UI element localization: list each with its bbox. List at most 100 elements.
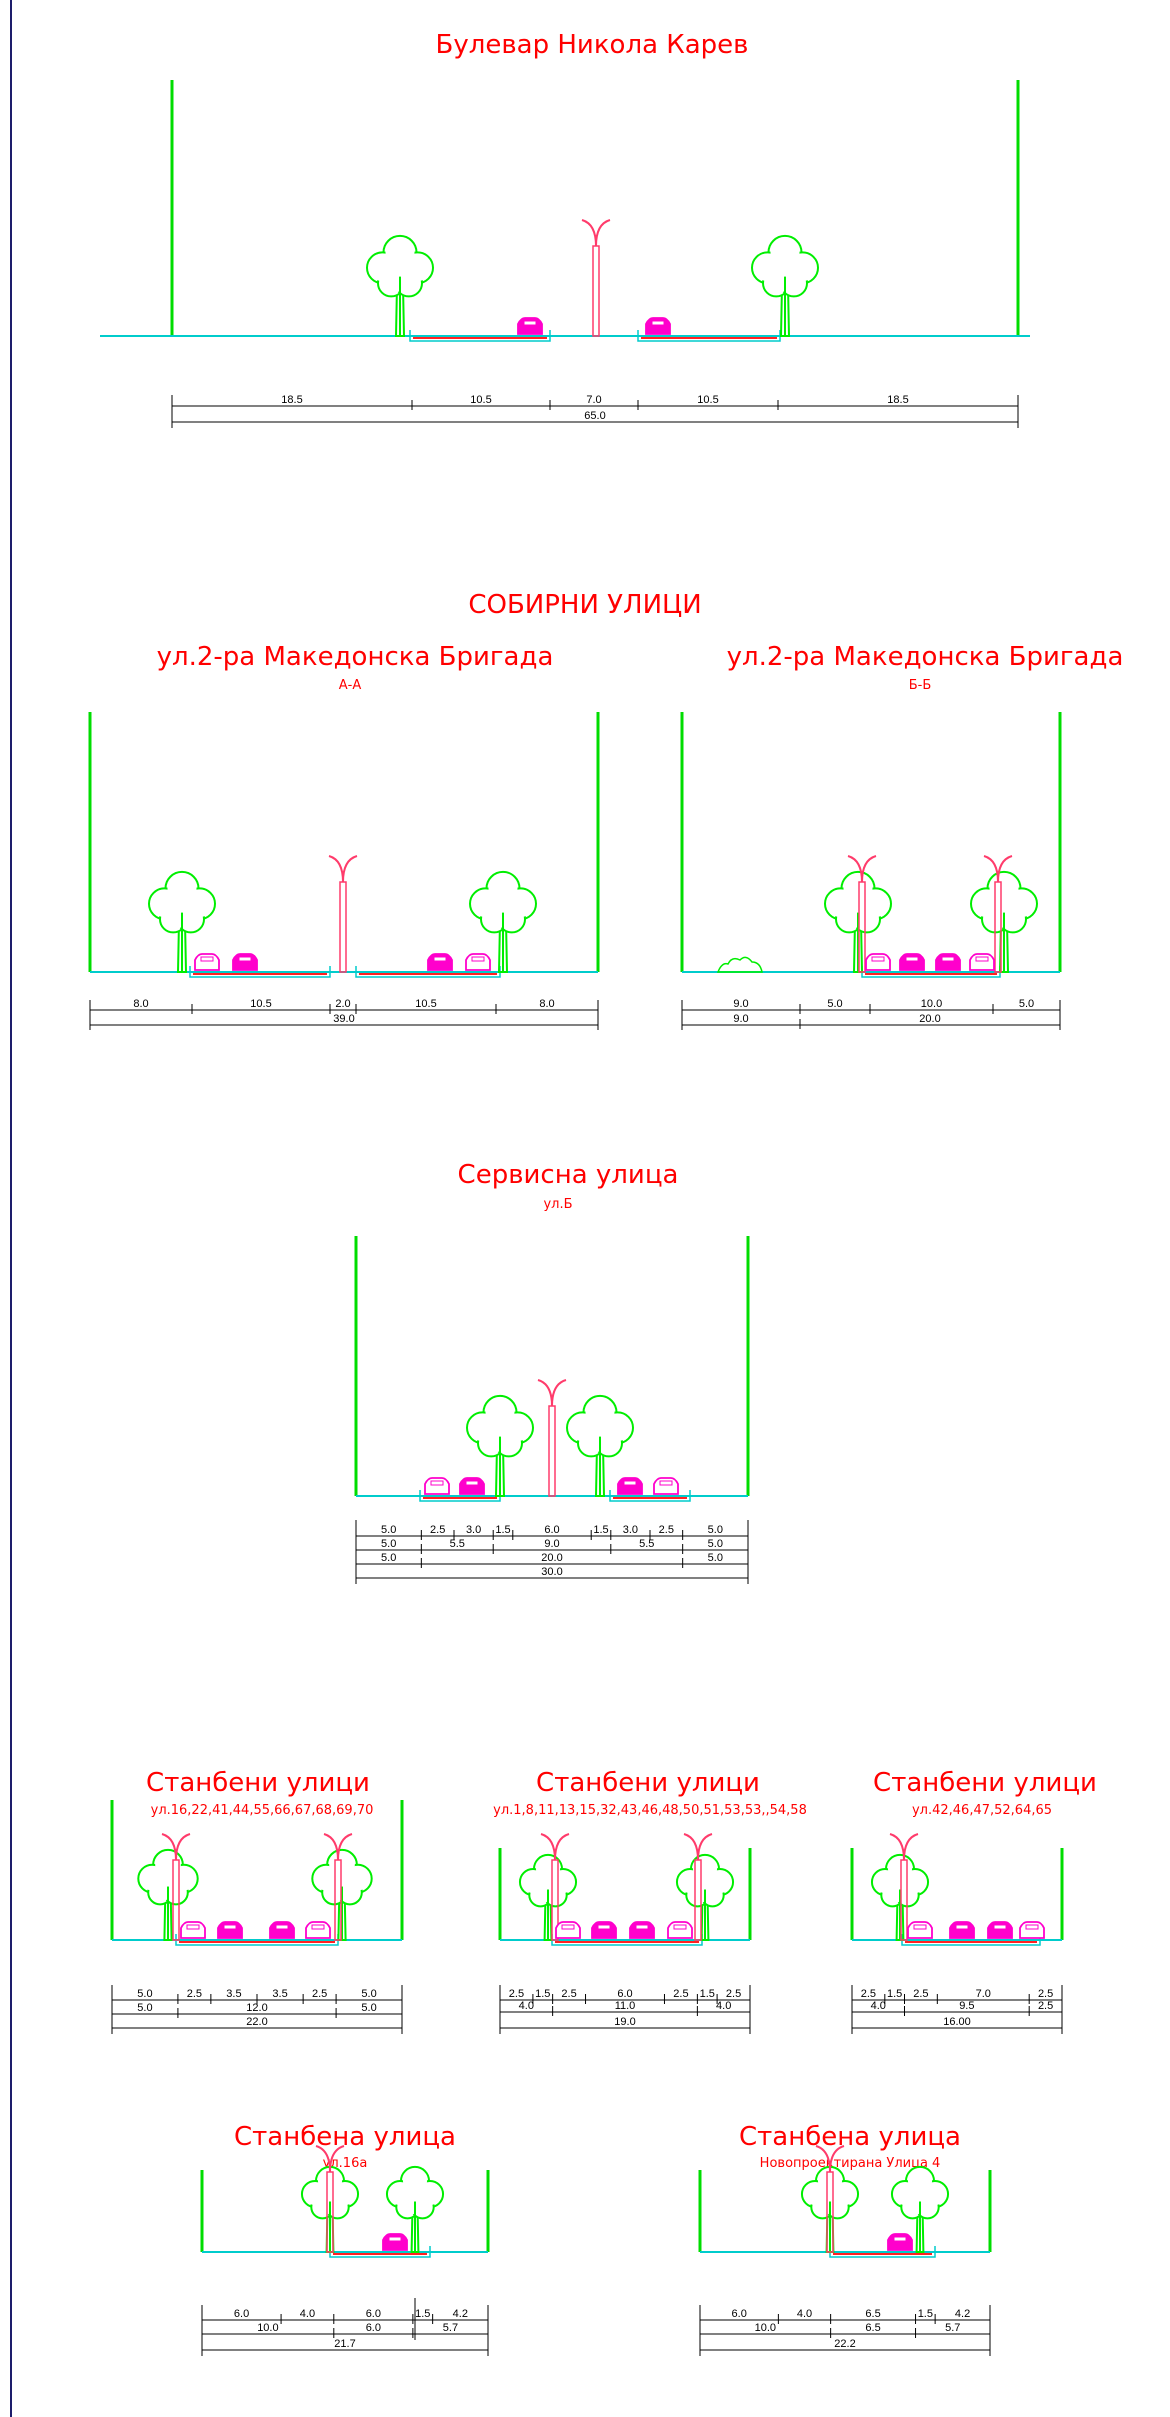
tree-icon — [751, 234, 819, 337]
subtitle-service-street: ул.Б — [543, 1197, 573, 1212]
tree-crown-fill — [692, 1856, 718, 1881]
dimension-label: 11.0 — [615, 2000, 636, 2012]
dimension-label: 5.5 — [450, 1538, 465, 1550]
dimension-label: 1.5 — [700, 1988, 715, 2000]
tree-crown-fill — [535, 1856, 561, 1881]
dimension-label: 4.0 — [871, 2000, 886, 2012]
car-body — [645, 317, 671, 335]
dimension-total-label: 21.7 — [334, 2338, 355, 2350]
dimension-label: 2.5 — [673, 1988, 688, 2000]
car-window — [433, 956, 447, 962]
tree-crown-fill — [317, 2168, 343, 2193]
dimension-label: 3.0 — [623, 1524, 638, 1536]
tree-crown-fill — [405, 2188, 425, 2207]
dimension-total-label: 65.0 — [584, 410, 605, 422]
tree-icon — [890, 2165, 950, 2253]
sheet-border — [10, 0, 12, 2417]
dimension-label: 5.0 — [137, 1988, 152, 2000]
car-window — [465, 1480, 479, 1486]
car-window — [975, 956, 989, 962]
tree-icon — [469, 870, 537, 973]
streetlight-arm — [861, 855, 877, 883]
streetlight-icon — [889, 1833, 919, 1941]
car-body — [424, 1477, 450, 1495]
tree-crown-fill — [170, 897, 194, 920]
dimension-label: 18.5 — [887, 394, 908, 406]
streetlight-arm — [329, 2145, 345, 2173]
curb-line — [409, 330, 551, 342]
car-window — [905, 956, 919, 962]
tree-crown-fill — [910, 2188, 930, 2207]
dimension-label: 1.5 — [918, 2308, 933, 2320]
car-icon — [424, 1477, 450, 1495]
streetlight-arm — [683, 1833, 699, 1861]
car-icon — [645, 317, 671, 335]
dimension-label: 5.0 — [381, 1552, 396, 1564]
curb-line — [637, 330, 781, 342]
tree-crown-fill — [488, 1421, 512, 1444]
car-icon — [949, 1921, 975, 1939]
streetlight-arm — [537, 1379, 553, 1407]
dimension-label: 6.0 — [544, 1524, 559, 1536]
dimension-label: 1.5 — [535, 1988, 550, 2000]
car-icon — [907, 1921, 933, 1939]
car-body — [865, 953, 891, 971]
subtitle-residential-2: ул.1,8,11,13,15,32,43,46,48,50,51,53,53,… — [493, 1803, 807, 1818]
streetlight-icon — [328, 855, 358, 973]
car-body — [305, 1921, 331, 1939]
dimension-label: 6.0 — [234, 2308, 249, 2320]
dimension-label: 4.2 — [955, 2308, 970, 2320]
car-icon — [427, 953, 453, 971]
dimension-label: 10.5 — [697, 394, 718, 406]
car-window — [941, 956, 955, 962]
streetlight-pole — [592, 245, 600, 337]
car-body — [269, 1921, 295, 1939]
car-window — [186, 1924, 200, 1930]
tree-icon — [466, 1394, 534, 1497]
tree-icon — [148, 870, 217, 973]
car-body — [382, 2233, 408, 2251]
streetlight-icon — [540, 1833, 570, 1941]
dimension-label: 18.5 — [281, 394, 302, 406]
streetlight-icon — [581, 219, 611, 337]
streetlight-arm — [697, 1833, 713, 1861]
dimension-label: 8.0 — [539, 998, 554, 1010]
tree-crown-fill — [890, 1876, 910, 1895]
dimension-label: 3.5 — [272, 1988, 287, 2000]
car-body — [217, 1921, 243, 1939]
car-icon — [1019, 1921, 1045, 1939]
car-icon — [935, 953, 961, 971]
streetlight-arm — [581, 219, 597, 247]
streetlight-arm — [997, 855, 1013, 883]
car-icon — [987, 1921, 1013, 1939]
dimension-label: 9.5 — [959, 2000, 974, 2012]
car-window — [311, 1924, 325, 1930]
tree-icon — [300, 2165, 360, 2253]
title-residential-3: Станбени улици — [873, 1768, 1097, 1798]
car-icon — [180, 1921, 206, 1939]
car-body — [232, 953, 258, 971]
car-icon — [269, 1921, 295, 1939]
car-body — [1019, 1921, 1045, 1939]
car-body — [935, 953, 961, 971]
dimension-label: 2.0 — [335, 998, 350, 1010]
title-residential-4: Станбена улица — [234, 2122, 456, 2152]
streetlight-icon — [537, 1379, 567, 1497]
dimension-label: 2.5 — [1038, 1988, 1053, 2000]
dimension-label: 1.5 — [495, 1524, 510, 1536]
streetlight-arm — [175, 1833, 191, 1861]
dimension-label: 5.7 — [443, 2322, 458, 2334]
dimension-label: 10.5 — [470, 394, 491, 406]
dimension-label: 3.0 — [466, 1524, 481, 1536]
dimension-label: 2.5 — [561, 1988, 576, 2000]
dimension-label: 8.0 — [133, 998, 148, 1010]
car-body — [591, 1921, 617, 1939]
title-residential-2: Станбени улици — [536, 1768, 760, 1798]
title-collector-aa: ул.2-ра Македонска Бригада — [156, 642, 554, 672]
car-icon — [465, 953, 491, 971]
dimension-total-label: 16.00 — [943, 2016, 971, 2028]
dimension-label: 6.0 — [366, 2308, 381, 2320]
dimension-label: 5.0 — [1019, 998, 1034, 1010]
tree-crown-fill — [907, 2168, 933, 2193]
car-window — [388, 2236, 402, 2242]
